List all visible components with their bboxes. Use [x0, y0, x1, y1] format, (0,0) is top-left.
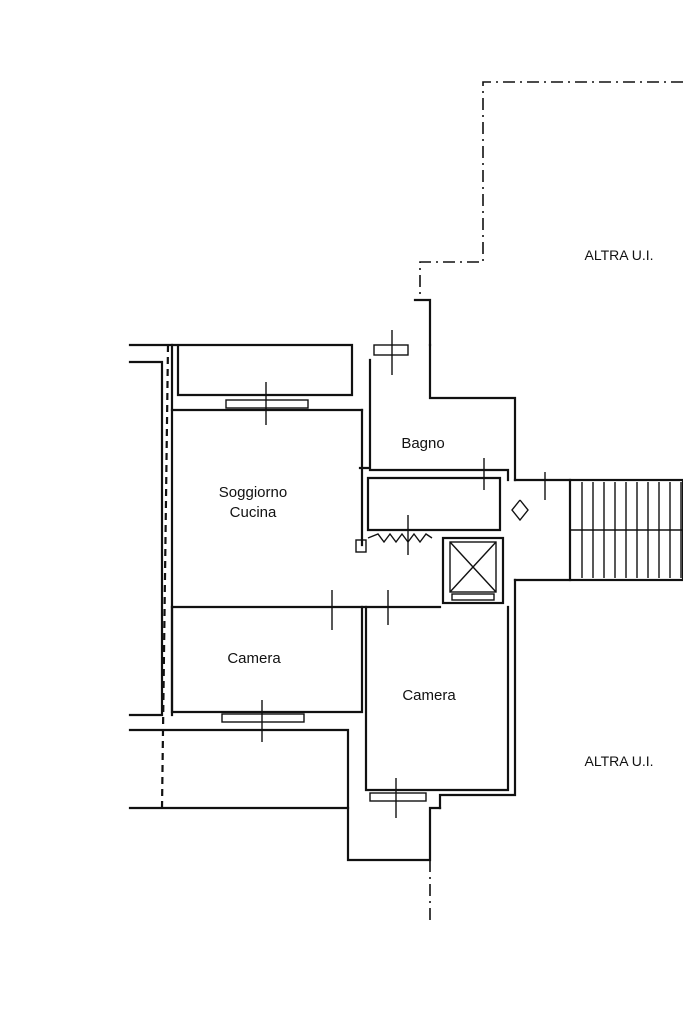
- room-label-soggiorno: Soggiorno: [219, 484, 287, 501]
- room-label-bagno: Bagno: [401, 435, 444, 452]
- neighbour-boundary-top: [419, 81, 683, 300]
- windows: [221, 330, 485, 818]
- lift-shaft: [449, 541, 497, 601]
- room-label-camera-right: Camera: [402, 687, 456, 704]
- neighbour-label-bottom: ALTRA U.I.: [585, 753, 654, 769]
- room-label-camera-left: Camera: [227, 650, 281, 667]
- sliding-partition: [367, 515, 433, 555]
- room-label-cucina: Cucina: [230, 504, 277, 521]
- interior-walls: [170, 408, 510, 792]
- exterior-walls: [128, 298, 517, 862]
- staircase: [511, 472, 683, 582]
- neighbour-label-top: ALTRA U.I.: [585, 247, 654, 263]
